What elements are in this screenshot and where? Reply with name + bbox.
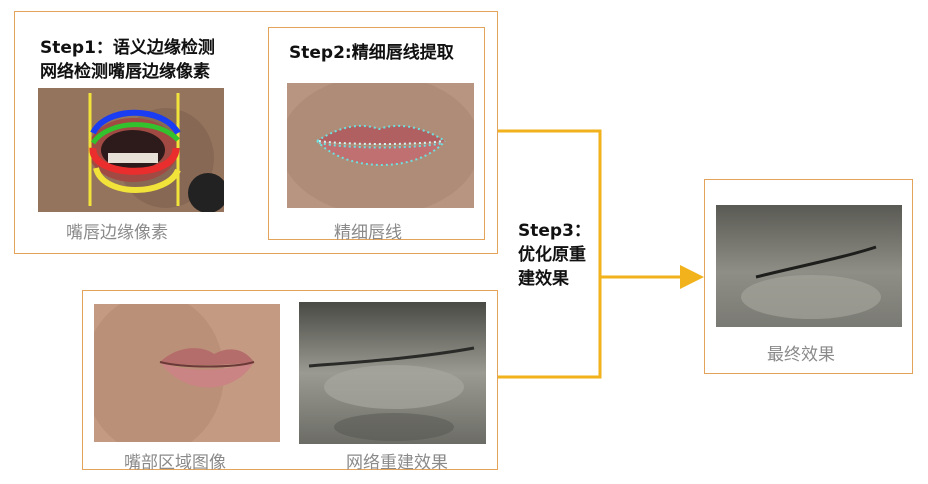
result-caption: 最终效果: [767, 345, 835, 365]
network-reconstruction-image: [299, 302, 486, 444]
step2-title: Step2:精细唇线提取: [289, 43, 454, 63]
final-result-image: [716, 205, 902, 327]
lip-edge-pixels-image: [38, 88, 224, 212]
step2-connector: [498, 129, 602, 277]
input-connector: [498, 277, 602, 379]
step1-caption: 嘴唇边缘像素: [66, 223, 168, 243]
fine-lip-line-image: [287, 83, 474, 208]
step1-title-line2: 网络检测嘴唇边缘像素: [40, 62, 210, 82]
input-caption-right: 网络重建效果: [346, 453, 448, 473]
step1-title-line1: Step1：语义边缘检测: [40, 38, 215, 58]
step3-label-line1: Step3：: [518, 221, 591, 241]
step3-label-line3: 建效果: [518, 269, 569, 289]
input-caption-left: 嘴部区域图像: [124, 453, 226, 473]
step2-caption: 精细唇线: [334, 223, 402, 243]
step3-label-line2: 优化原重: [518, 245, 586, 265]
mouth-region-image: [94, 304, 280, 442]
